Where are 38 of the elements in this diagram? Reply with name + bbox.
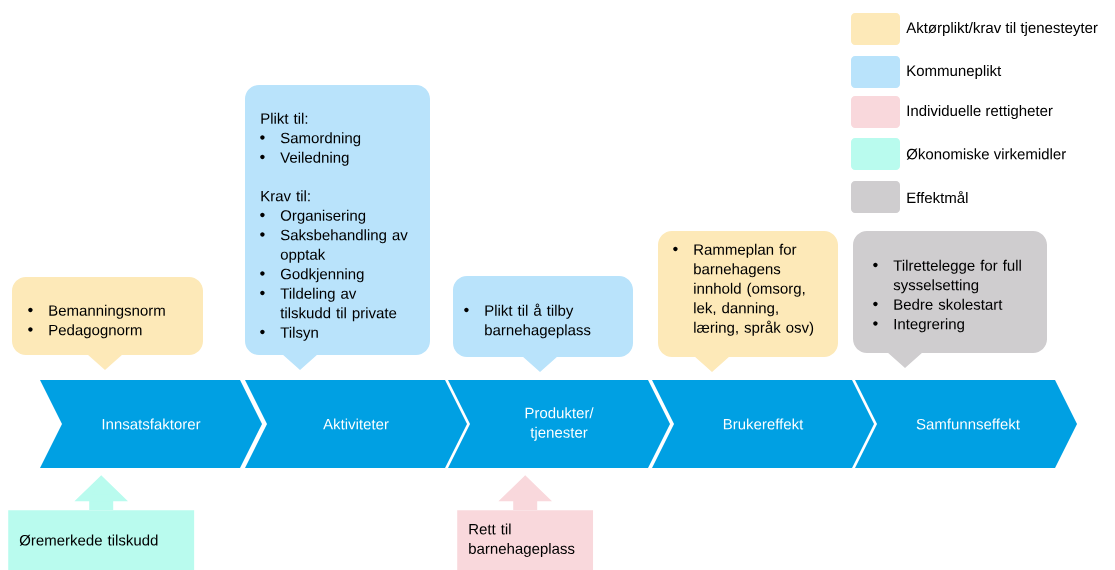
step-banner: Innsatsfaktorer	[40, 380, 262, 468]
speech-bubble: Tilrettelegge for full sysselsetting Bedre skolestart Integrering	[853, 231, 1047, 368]
node-label: Tilrettelegge for full sysselsetting	[893, 259, 1021, 294]
node-label: Samordning	[280, 132, 361, 147]
speech-bubble: Plikt til: Samordning Veiledning Krav til: Organisering Saksbehandling av opptak Godkjenning Tildeling av tilskudd til private Tilsyn	[245, 85, 430, 370]
text-box: Øremerkede tilskudd	[8, 510, 195, 570]
node-label: Produkter/ tjenester	[525, 407, 594, 441]
step-banner: Brukereffekt	[652, 380, 874, 468]
node-label: Tildeling av tilskudd til private	[280, 287, 397, 322]
legend-label: Individuelle rettigheter	[907, 105, 1053, 119]
node-label: Innsatsfaktorer	[102, 418, 201, 430]
legend-label: Kommuneplikt	[907, 65, 1002, 79]
node-label: Saksbehandling av opptak	[280, 229, 408, 263]
text-box: Rett til barnehageplass	[457, 510, 594, 570]
node-label: Organisering	[280, 209, 366, 224]
node-label: Plikt til å tilby barnehageplass	[485, 303, 591, 339]
speech-bubble: Plikt til å tilby barnehageplass	[453, 276, 633, 372]
node-label: Rammeplan for barnehagens innhold (omsorg, lek, danning, læring, språk osv)	[694, 243, 814, 336]
legend-label: Økonomiske virkemidler	[906, 148, 1066, 160]
node-label: Pedagognorm	[49, 324, 142, 339]
speech-bubble: Rammeplan for barnehagens innhold (omsorg, lek, danning, læring, språk osv)	[658, 231, 838, 372]
speech-bubble: Bemanningsnorm Pedagognorm	[12, 277, 203, 370]
node-label: Krav til:	[261, 190, 310, 202]
legend-label: Effektmål	[907, 190, 968, 204]
node-label: Godkjenning	[280, 268, 364, 283]
node-label: Samfunnseffekt	[916, 418, 1020, 430]
node-label: Bemanningsnorm	[49, 304, 165, 319]
step-banner: Aktiviteter	[245, 380, 467, 468]
node-label: Tilsyn	[280, 326, 318, 341]
legend-label: Aktørplikt/krav til tjenesteyter	[906, 22, 1098, 36]
node-label: Bedre skolestart	[894, 298, 1003, 310]
step-banner: Produkter/ tjenester	[448, 380, 670, 468]
node-label: Plikt til:	[261, 112, 308, 124]
step-banner: Samfunnseffekt	[855, 380, 1077, 468]
node-label: Integrering	[894, 318, 964, 333]
node-label: Veiledning	[280, 151, 349, 166]
node-label: Brukereffekt	[723, 418, 804, 430]
node-label: Aktiviteter	[323, 418, 389, 430]
